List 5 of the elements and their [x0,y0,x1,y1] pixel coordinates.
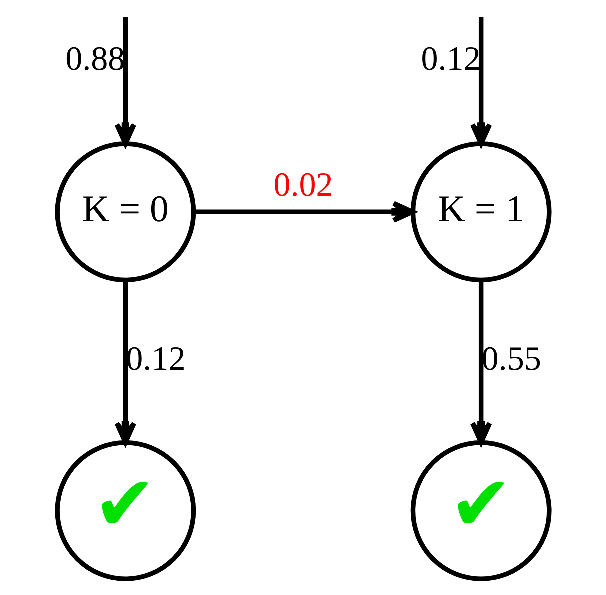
edge-label: 0.55 [481,340,541,378]
edge-label: 0.12 [420,41,480,78]
edge-label: 0.02 [273,166,333,204]
edge-label: 0.88 [65,41,125,78]
edge-label: 0.12 [126,340,186,378]
